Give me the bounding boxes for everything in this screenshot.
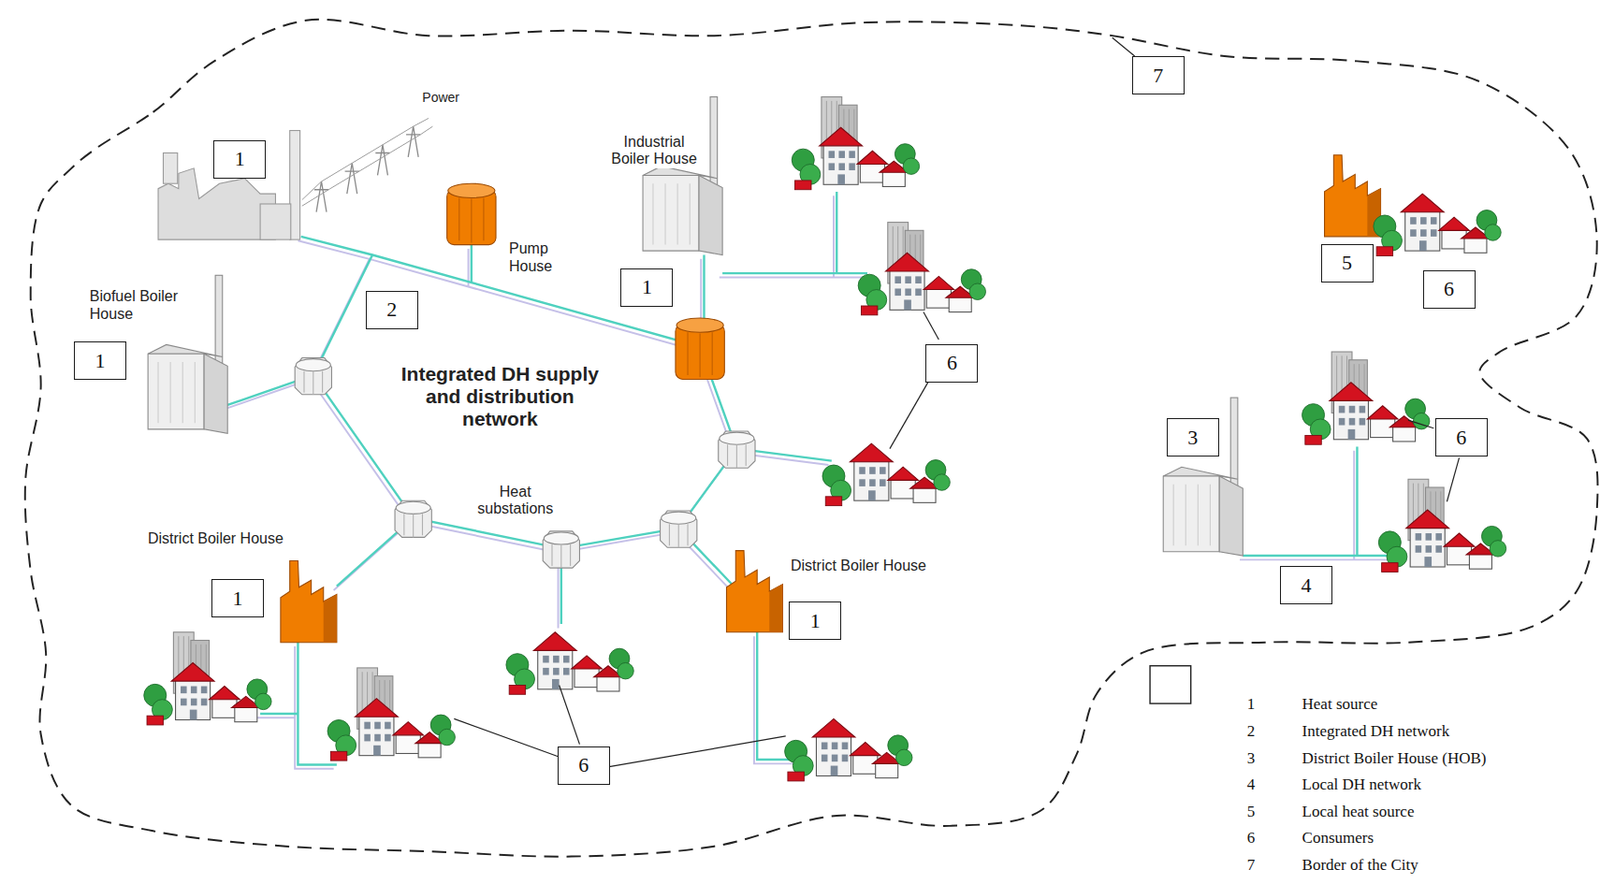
power-plant (260, 203, 291, 240)
leader-lines (609, 736, 786, 768)
consumer-buildings (144, 97, 1507, 782)
callout-box: 2 (365, 290, 419, 330)
callout-number: 1 (232, 587, 244, 611)
callout-box: 4 (1280, 566, 1333, 605)
callout-number: 6 (1443, 277, 1455, 301)
legend-number: 2 (1247, 723, 1256, 742)
heat-substations (394, 500, 432, 538)
callout-number: 2 (386, 298, 397, 321)
leader-lines (923, 312, 939, 340)
callout-box: 1 (211, 579, 264, 618)
power-plant (302, 117, 434, 206)
power-plant (314, 126, 421, 213)
callout-box: 1 (620, 268, 673, 307)
callout-box: 6 (557, 746, 611, 786)
heat-substations (294, 358, 756, 569)
legend-text: District Boiler House (HOB) (1302, 750, 1487, 769)
callout-number: 3 (1187, 426, 1198, 450)
heat-source-buildings (280, 560, 337, 642)
legend-number: 1 (1247, 696, 1256, 714)
building-label: District Boiler House (145, 530, 286, 548)
heat-substations (294, 358, 332, 395)
callout-box: 3 (1166, 418, 1220, 457)
callout-number: 7 (1152, 64, 1164, 88)
heat-source-buildings (642, 97, 723, 256)
callout-number: 1 (94, 349, 105, 373)
callout-number: 6 (946, 351, 958, 375)
callout-number: 1 (641, 276, 653, 299)
consumer-buildings (785, 718, 913, 781)
building-label: Biofuel Boiler House (87, 288, 209, 323)
leader-lines (559, 684, 581, 744)
legend-text: Heat source (1302, 696, 1379, 714)
heat-source-buildings (1163, 397, 1243, 556)
output-label: Power (420, 89, 462, 105)
consumer-buildings (506, 632, 634, 695)
consumer-buildings (858, 222, 986, 316)
callout-number: 4 (1300, 574, 1311, 597)
heat-substations (542, 531, 580, 568)
substation-label: Heat substations (468, 483, 562, 519)
building-label: District Boiler House (788, 557, 929, 575)
legend-text: Integrated DH network (1302, 723, 1451, 742)
consumer-buildings (822, 443, 950, 506)
consumer-buildings (1378, 479, 1506, 572)
legend-number: 6 (1247, 829, 1256, 848)
pump-houses (675, 318, 725, 379)
empty-legend-box (1149, 666, 1192, 704)
legend-number: 7 (1247, 857, 1256, 875)
callout-box: 6 (1435, 418, 1488, 457)
power-plant (162, 152, 177, 184)
heat-source-buildings (147, 97, 1381, 643)
callout-number: 6 (578, 754, 589, 777)
heat-source-buildings (726, 551, 783, 633)
consumer-buildings (791, 97, 919, 190)
callout-number: 1 (234, 147, 246, 171)
heat-substations (660, 510, 698, 548)
leader-lines (1112, 37, 1135, 57)
leader-lines (1408, 420, 1434, 429)
callout-box: 5 (1321, 244, 1374, 283)
consumer-buildings (144, 632, 272, 726)
pump-houses (447, 183, 496, 245)
callout-box: 1 (788, 601, 842, 640)
return-pipes (216, 195, 1390, 770)
callout-box: 6 (1423, 270, 1476, 309)
city-border (25, 19, 1599, 858)
network-title: Integrated DH supply and distribution ne… (392, 363, 608, 431)
supply-pipes (218, 191, 1393, 766)
legend-number: 4 (1247, 776, 1256, 795)
callout-box: 1 (73, 341, 127, 380)
return-pipes (216, 195, 1390, 770)
callout-box: 1 (213, 140, 266, 179)
legend-text: Local heat source (1302, 803, 1415, 822)
building-label: Industrial Boiler House (605, 133, 703, 169)
heat-substations (718, 431, 756, 468)
legend-text: Border of the City (1302, 857, 1419, 875)
heat-source-buildings (1324, 155, 1382, 237)
leader-lines (1446, 457, 1459, 502)
supply-pipes (218, 191, 1393, 766)
callout-number: 6 (1455, 426, 1467, 450)
consumer-buildings (327, 668, 455, 761)
leader-lines (453, 718, 558, 757)
building-label: Pump House (507, 240, 563, 276)
legend-text: Local DH network (1302, 776, 1422, 795)
legend-text: Consumers (1302, 829, 1375, 848)
callout-box: 7 (1132, 56, 1185, 95)
callout-number: 1 (810, 610, 821, 633)
power-plant (158, 117, 433, 240)
leader-lines (889, 381, 929, 450)
consumer-buildings (1302, 351, 1430, 445)
legend-number: 3 (1247, 750, 1256, 769)
callout-number: 5 (1341, 251, 1353, 275)
callout-box: 6 (925, 344, 978, 383)
consumer-buildings (1373, 193, 1501, 256)
legend-number: 5 (1247, 803, 1256, 822)
pump-houses (447, 183, 726, 379)
